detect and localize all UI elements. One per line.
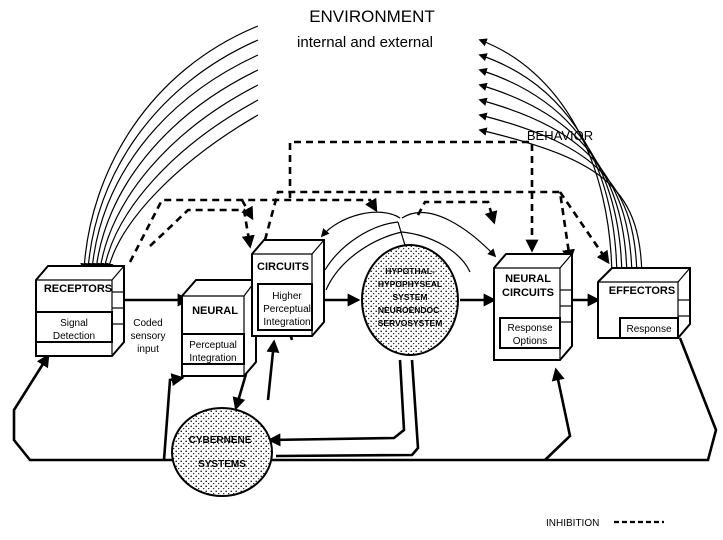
neural-circuits-box: NEURAL CIRCUITS Response Options	[493, 253, 573, 361]
neural-line2: Integration	[189, 353, 236, 364]
effectors-title: EFFECTORS	[609, 285, 675, 297]
receptors-line2: Detection	[53, 331, 95, 342]
circuits-box: CIRCUITS Higher Perceptual Integration	[251, 239, 325, 337]
effectors-line1: Response	[626, 324, 671, 335]
hypothalamus-line4: NEUROENDOC-	[378, 305, 442, 315]
legend-label: INHIBITION	[546, 518, 599, 529]
inhibition-paths	[128, 140, 610, 265]
receptors-line1: Signal	[60, 318, 88, 329]
circuits-line2: Perceptual	[263, 304, 311, 315]
receptors-title: RECEPTORS	[44, 283, 112, 295]
hypothalamus-node: HYPOTHAL- HYPOPHYSEAL SYSTEM NEUROENDOC-…	[361, 244, 459, 356]
environment-to-receptors-arcs	[80, 25, 259, 272]
hypothalamus-line1: HYPOTHAL-	[385, 266, 435, 276]
neural-line1: Perceptual	[189, 340, 237, 351]
cybernene-line2: SYSTEMS	[198, 459, 246, 470]
legend: INHIBITION	[546, 518, 664, 529]
circuits-line1: Higher	[272, 291, 302, 302]
hypothalamus-line5: SERVOSYSTEM	[378, 318, 443, 328]
effectors-to-environment-arcs	[478, 38, 643, 283]
neural-circuits-line1: NEURAL	[505, 273, 551, 285]
hypothalamus-line2: HYPOPHYSEAL	[378, 279, 442, 289]
coded-input-line1: Coded	[133, 318, 162, 329]
coded-input-line2: sensory	[130, 331, 165, 342]
environment-title: ENVIRONMENT	[309, 7, 435, 26]
cybernene-node: CYBERNENE SYSTEMS	[171, 407, 273, 497]
hypothalamus-line3: SYSTEM	[393, 292, 428, 302]
circuits-title: CIRCUITS	[257, 261, 309, 273]
environment-subtitle: internal and external	[297, 34, 433, 51]
effectors-box: EFFECTORS Response	[597, 267, 691, 339]
neural-title: NEURAL	[192, 305, 238, 317]
neural-circuits-line3: Response	[507, 323, 552, 334]
coded-input-line3: input	[137, 344, 159, 355]
main-flow	[12, 293, 718, 462]
receptors-box: RECEPTORS Signal Detection	[35, 265, 125, 357]
neural-box: NEURAL Perceptual Integration	[181, 279, 257, 377]
cybernene-line1: CYBERNENE	[189, 435, 252, 446]
circuits-line3: Integration	[263, 317, 310, 328]
neural-circuits-line2: CIRCUITS	[502, 287, 554, 299]
neural-circuits-line4: Options	[513, 336, 547, 347]
